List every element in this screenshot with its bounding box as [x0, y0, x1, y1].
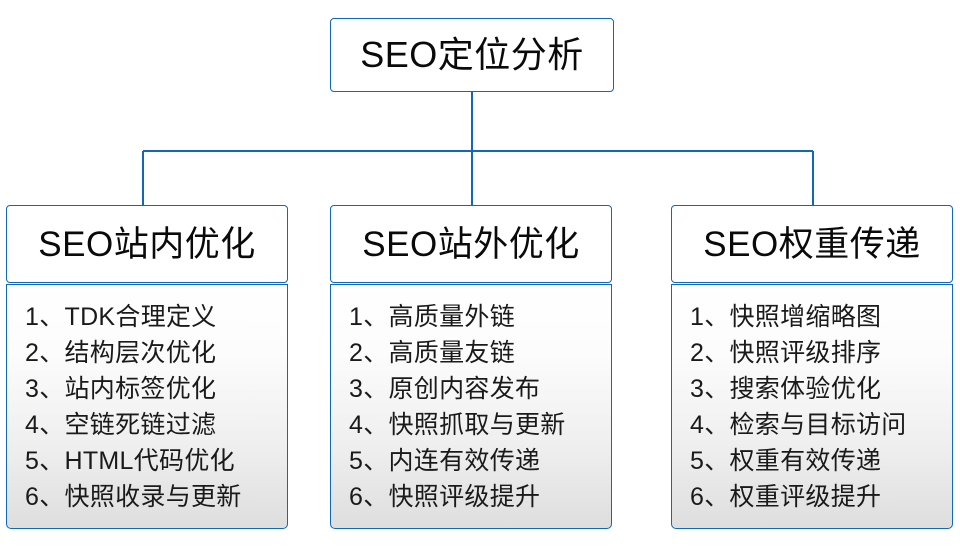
list-item: 6、快照评级提升 [349, 483, 541, 511]
list-item: 5、权重有效传递 [690, 447, 882, 475]
list-item: 4、快照抓取与更新 [349, 411, 566, 439]
branch-list-2: 1、高质量外链 2、高质量友链 3、原创内容发布 4、快照抓取与更新 5、内连有… [330, 284, 612, 529]
branch-column-3: SEO权重传递 1、快照增缩略图 2、快照评级排序 3、搜索体验优化 4、检索与… [671, 205, 953, 529]
branch-column-1: SEO站内优化 1、TDK合理定义 2、结构层次优化 3、站内标签优化 4、空链… [6, 205, 288, 529]
list-item: 3、站内标签优化 [25, 375, 217, 403]
list-item: 2、高质量友链 [349, 339, 516, 367]
branch-header-1[interactable]: SEO站内优化 [6, 205, 288, 283]
list-item: 4、空链死链过滤 [25, 411, 217, 439]
branch-header-3[interactable]: SEO权重传递 [671, 205, 953, 283]
list-item: 1、TDK合理定义 [25, 303, 217, 331]
list-item: 2、快照评级排序 [690, 339, 882, 367]
list-item: 1、快照增缩略图 [690, 303, 882, 331]
list-item: 4、检索与目标访问 [690, 411, 907, 439]
branch-list-1: 1、TDK合理定义 2、结构层次优化 3、站内标签优化 4、空链死链过滤 5、H… [6, 284, 288, 529]
root-node[interactable]: SEO定位分析 [330, 18, 614, 92]
list-item: 5、内连有效传递 [349, 447, 541, 475]
list-item: 3、原创内容发布 [349, 375, 541, 403]
list-item: 3、搜索体验优化 [690, 375, 882, 403]
list-item: 5、HTML代码优化 [25, 447, 235, 475]
branch-header-label-1: SEO站内优化 [38, 224, 256, 264]
list-item: 6、权重评级提升 [690, 483, 882, 511]
list-item: 6、快照收录与更新 [25, 483, 242, 511]
branch-header-label-3: SEO权重传递 [703, 224, 921, 264]
root-node-label: SEO定位分析 [360, 34, 584, 75]
branch-column-2: SEO站外优化 1、高质量外链 2、高质量友链 3、原创内容发布 4、快照抓取与… [330, 205, 612, 529]
branch-header-2[interactable]: SEO站外优化 [330, 205, 612, 283]
list-item: 2、结构层次优化 [25, 339, 217, 367]
branch-list-3: 1、快照增缩略图 2、快照评级排序 3、搜索体验优化 4、检索与目标访问 5、权… [671, 284, 953, 529]
branch-header-label-2: SEO站外优化 [362, 224, 580, 264]
list-item: 1、高质量外链 [349, 303, 516, 331]
